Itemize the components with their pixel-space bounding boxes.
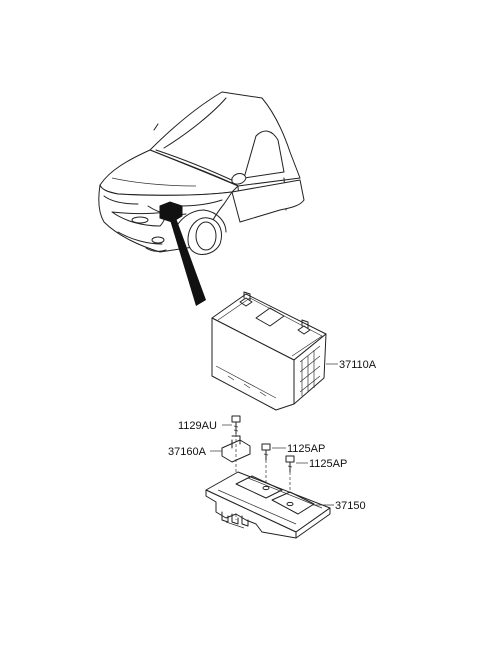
label-battery: 37110A	[339, 359, 377, 371]
battery-location-marker	[159, 201, 183, 223]
bolt-1125AP-1	[261, 443, 271, 461]
location-arrow	[170, 218, 206, 306]
label-clamp: 37160A	[168, 446, 207, 458]
bolt-1125AP-2	[285, 455, 295, 473]
battery-37110A	[211, 291, 327, 411]
label-bolt-right-1: 1125AP	[287, 443, 325, 455]
label-bolt-right-2: 1125AP	[309, 458, 347, 470]
label-bolt-top: 1129AU	[178, 420, 217, 432]
bolt-1129AU	[231, 415, 241, 435]
car-illustration	[98, 91, 305, 255]
label-tray: 37150	[335, 500, 366, 512]
tray-37150	[205, 471, 331, 539]
